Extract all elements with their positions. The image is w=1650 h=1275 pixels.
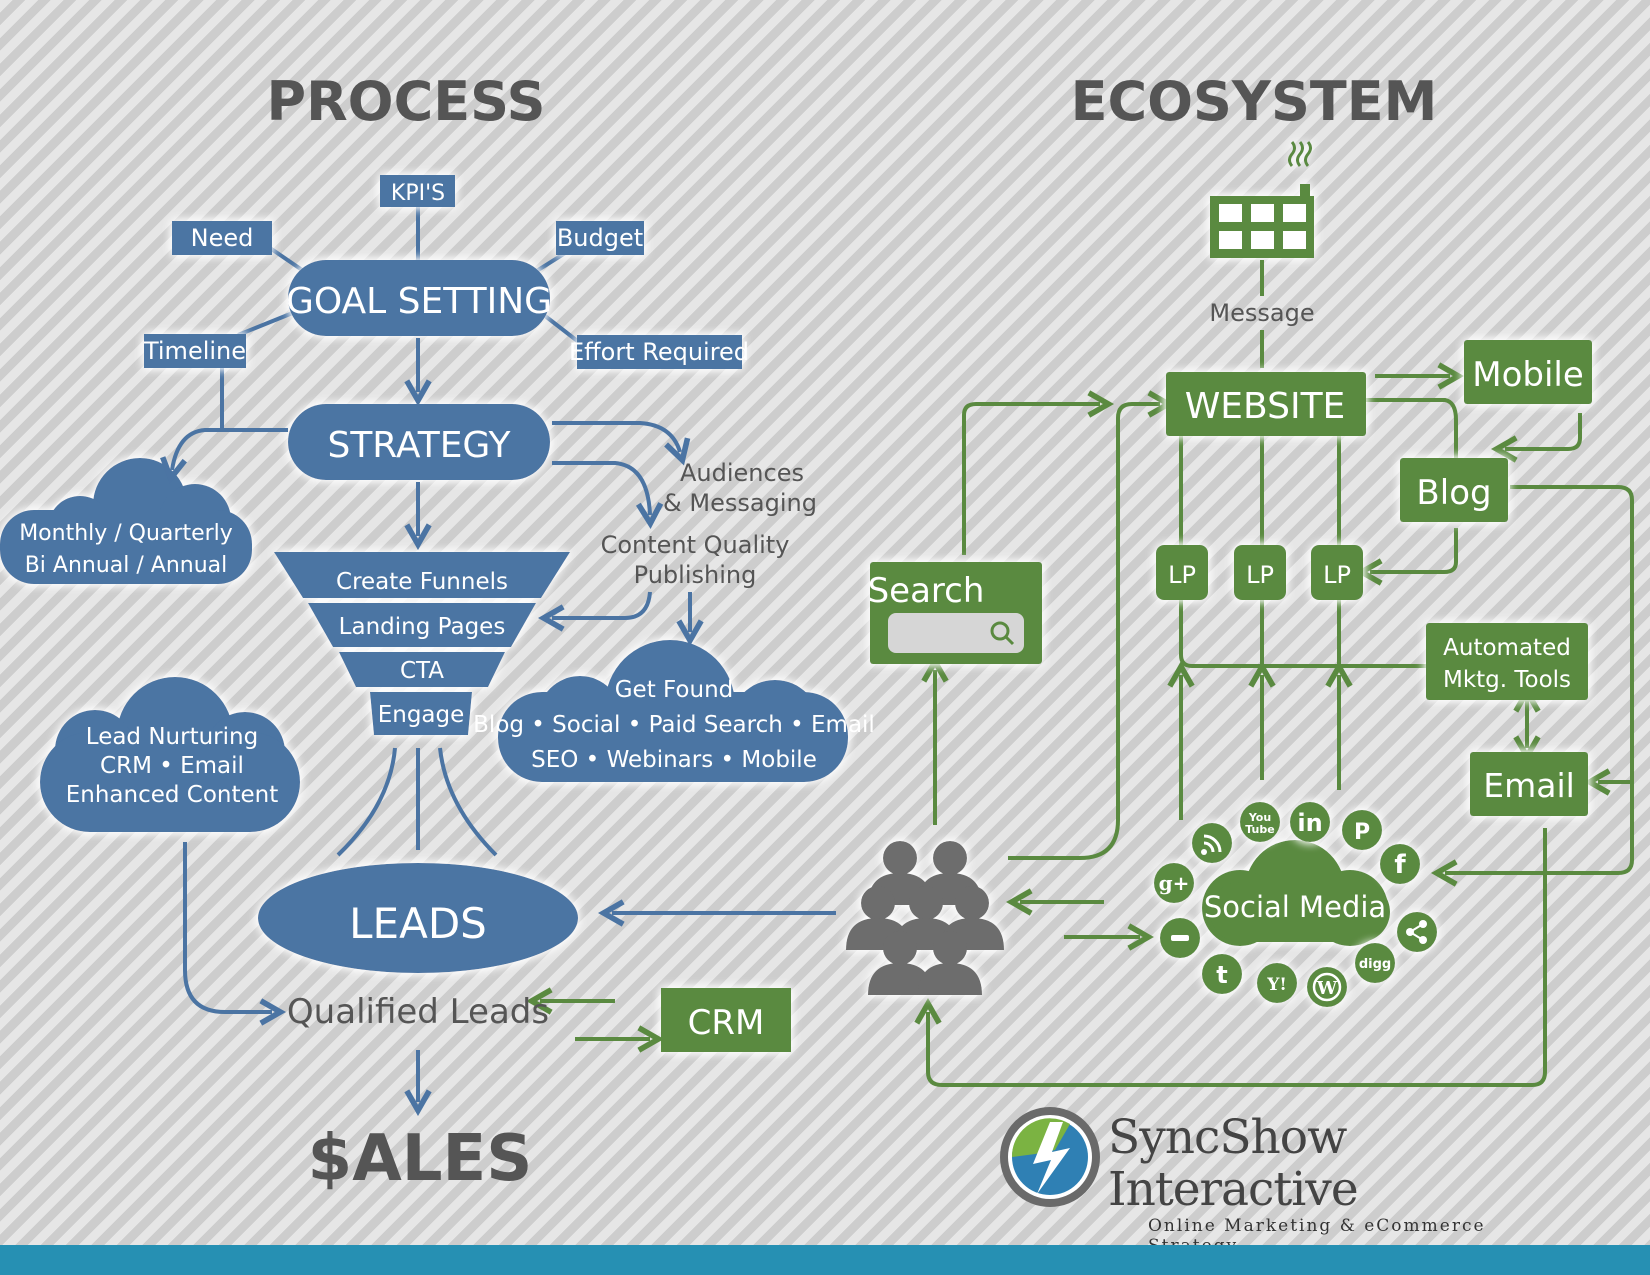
leads-label: LEADS xyxy=(349,899,487,948)
facebook-icon xyxy=(1380,844,1420,884)
share-icon xyxy=(1397,912,1437,952)
linkedin-label: in xyxy=(1297,809,1322,837)
ecosystem-lines xyxy=(928,260,1634,1087)
social-media-cloud xyxy=(1202,840,1390,946)
blogger-icon-glyph xyxy=(1171,935,1189,941)
audiences-line2: & Messaging xyxy=(663,489,817,517)
automated-line2: Mktg. Tools xyxy=(1443,667,1571,693)
google-plus-icon xyxy=(1154,863,1194,903)
digg-icon xyxy=(1355,943,1395,983)
lp-label-2: LP xyxy=(1246,561,1274,589)
yahoo-icon xyxy=(1257,963,1297,1003)
brand-name: SyncShow Interactive xyxy=(1108,1110,1359,1217)
linkedin-icon xyxy=(1290,802,1330,842)
audiences-line1: Audiences xyxy=(680,459,804,487)
get-found-line1: Get Found xyxy=(615,677,734,703)
syncshow-logo xyxy=(1000,1107,1100,1207)
email-label: Email xyxy=(1483,766,1575,805)
goal-setting-label: GOAL SETTING xyxy=(286,281,552,322)
bottom-bar xyxy=(0,1245,1650,1275)
message-label: Message xyxy=(1209,299,1314,327)
google-plus-label: g+ xyxy=(1159,871,1190,895)
timeline-label: Timeline xyxy=(143,337,246,365)
get-found-cloud xyxy=(498,640,848,782)
sales-label: $ALES xyxy=(308,1122,533,1196)
need-label: Need xyxy=(191,224,254,252)
automated-line1: Automated xyxy=(1443,635,1571,661)
posterous-label: P xyxy=(1354,820,1370,845)
frequency-line1: Monthly / Quarterly xyxy=(19,521,233,546)
search-label: Search xyxy=(868,571,985,611)
effort-required-label: Effort Required xyxy=(569,338,749,366)
social-icon-glyphs: You Tube in P f digg W Y! t g+ xyxy=(1159,809,1427,1002)
content-line2: Publishing xyxy=(634,561,757,589)
get-found-line3: SEO • Webinars • Mobile xyxy=(531,747,817,773)
magnifier-icon xyxy=(990,621,1015,646)
ecosystem-title: ECOSYSTEM xyxy=(1071,70,1438,133)
crm-label: CRM xyxy=(688,1003,765,1043)
youtube-icon xyxy=(1240,802,1280,842)
building-icon xyxy=(1210,141,1314,258)
process-labels: KPI'S Need Budget Timeline Effort Requir… xyxy=(19,181,875,1043)
digg-label: digg xyxy=(1359,957,1391,972)
nurturing-line2: CRM • Email xyxy=(100,753,244,779)
brand-block: SyncShow Interactive Online Marketing & … xyxy=(1108,1110,1558,1257)
qualified-leads-label: Qualified Leads xyxy=(287,992,549,1032)
nurturing-cloud xyxy=(40,677,300,832)
lp-label-3: LP xyxy=(1323,561,1351,589)
get-found-line2: Blog • Social • Paid Search • Email xyxy=(473,712,875,738)
process-arrows xyxy=(172,338,836,1102)
people-group-icon xyxy=(846,841,1004,995)
frequency-line2: Bi Annual / Annual xyxy=(25,553,228,578)
process-gray-labels: Audiences & Messaging Content Quality Pu… xyxy=(287,459,817,1196)
funnel-step-2: Landing Pages xyxy=(339,614,506,640)
facebook-label: f xyxy=(1394,850,1406,880)
rss-icon xyxy=(1192,823,1232,863)
funnel-step-4: Engage xyxy=(378,702,465,728)
twitter-label: t xyxy=(1216,961,1227,989)
process-shapes xyxy=(144,175,791,1052)
wordpress-icon-glyph: W xyxy=(1312,972,1342,1002)
website-label: WEBSITE xyxy=(1185,386,1346,427)
strategy-label: STRATEGY xyxy=(327,425,511,466)
kpis-label: KPI'S xyxy=(391,181,445,206)
process-title: PROCESS xyxy=(267,70,546,133)
ecosystem-labels: WEBSITE Mobile Blog LP LP LP Search Auto… xyxy=(868,355,1584,805)
blog-label: Blog xyxy=(1416,473,1491,513)
search-input[interactable] xyxy=(888,613,1024,653)
twitter-icon xyxy=(1202,954,1242,994)
content-line1: Content Quality xyxy=(601,531,790,559)
funnel-step-3: CTA xyxy=(400,658,444,684)
lp-label-1: LP xyxy=(1168,561,1196,589)
svg-text:W: W xyxy=(1316,978,1338,999)
youtube-label-top: You xyxy=(1248,811,1271,824)
social-media-label: Social Media xyxy=(1204,890,1386,924)
mobile-label: Mobile xyxy=(1472,355,1584,395)
share-icon-glyph xyxy=(1406,920,1427,944)
nurturing-line1: Lead Nurturing xyxy=(86,724,258,750)
funnel-step-1: Create Funnels xyxy=(336,569,508,595)
youtube-label-bottom: Tube xyxy=(1245,823,1274,836)
yahoo-label: Y! xyxy=(1266,975,1287,995)
budget-label: Budget xyxy=(557,224,643,252)
posterous-icon xyxy=(1342,810,1382,850)
rss-icon-glyph xyxy=(1201,834,1222,855)
nurturing-line3: Enhanced Content xyxy=(66,782,279,808)
crm-arrows xyxy=(540,1001,650,1039)
